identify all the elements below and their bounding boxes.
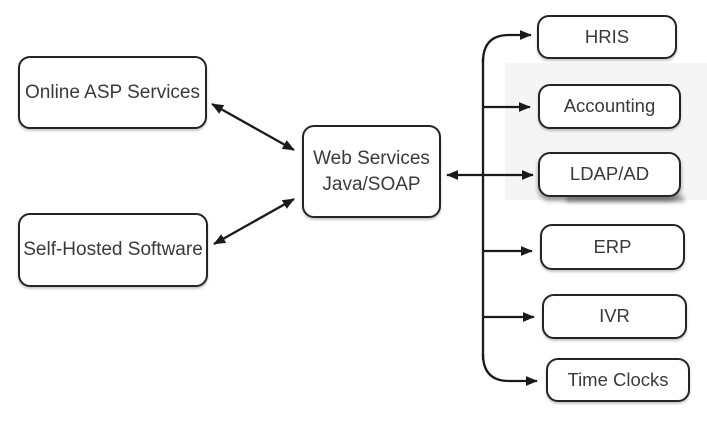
node-accounting: Accounting	[538, 84, 681, 129]
node-web-services: Web Services Java/SOAP	[302, 125, 441, 218]
node-hris: HRIS	[537, 15, 677, 59]
node-self-hosted-software: Self-Hosted Software	[18, 213, 208, 287]
node-time-clocks: Time Clocks	[546, 358, 690, 402]
shadow-smudge-artifact	[566, 196, 684, 202]
node-online-asp-services: Online ASP Services	[18, 56, 207, 129]
arrow-self-hosted-to-web-services	[213, 197, 295, 246]
node-ivr: IVR	[542, 294, 687, 339]
node-ldap-ad: LDAP/AD	[538, 152, 681, 197]
node-erp: ERP	[540, 224, 685, 270]
arrow-online-asp-to-web-services	[211, 102, 295, 152]
arrow-spine-to-time-clocks	[481, 353, 538, 386]
arrow-spine-to-hris	[481, 30, 532, 63]
